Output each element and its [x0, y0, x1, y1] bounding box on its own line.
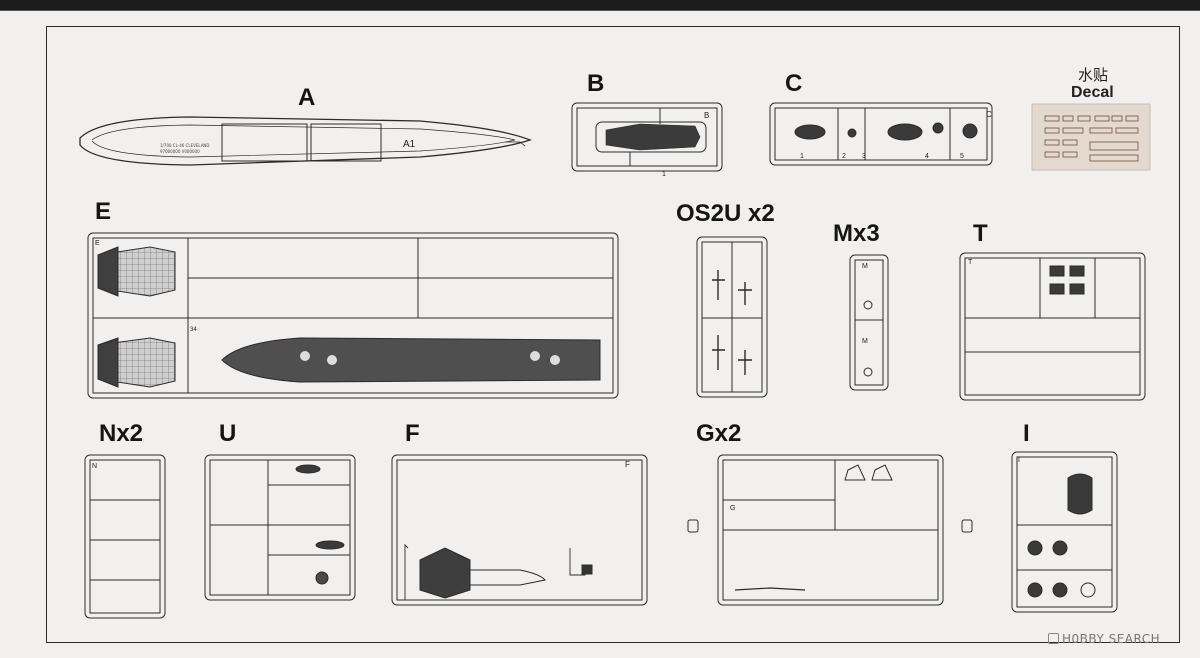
svg-text:5: 5 — [960, 153, 964, 160]
sprue-label-n: Nx2 — [99, 420, 144, 447]
hull-marking-a1: A1 — [403, 139, 416, 150]
svg-text:2: 2 — [842, 153, 846, 160]
sprue-t-frame: T — [959, 252, 1146, 401]
svg-text:1/700 CL-46 CLEVELAND: 1/700 CL-46 CLEVELAND — [160, 143, 210, 148]
sprue-label-c: C — [785, 70, 803, 97]
hobby-search-watermark: H0BBY SEARCH — [1048, 632, 1160, 646]
svg-text:I: I — [1018, 457, 1020, 464]
svg-text:1: 1 — [662, 171, 666, 178]
sprue-u-frame — [204, 454, 356, 601]
sprue-label-i: I — [1023, 420, 1030, 447]
sprue-label-m: Mx3 — [833, 220, 880, 247]
decal-sheet — [1031, 103, 1151, 171]
svg-text:G: G — [730, 505, 735, 512]
sprue-label-e: E — [95, 198, 112, 225]
instruction-frame — [46, 26, 1180, 643]
sprue-label-a: A — [298, 84, 316, 111]
sprue-i-frame: I — [1011, 451, 1118, 613]
sprue-label-u: U — [219, 420, 237, 447]
decal-label-english: Decal — [1071, 84, 1114, 101]
top-dark-band — [0, 0, 1200, 10]
svg-text:B: B — [704, 111, 709, 120]
svg-text:N: N — [92, 463, 97, 470]
svg-text:3: 3 — [862, 153, 866, 160]
svg-text:34: 34 — [190, 327, 197, 333]
sprue-e-frame: E 34 — [87, 232, 619, 399]
sprue-label-os2u: OS2U x2 — [676, 200, 775, 227]
decal-label-chinese: 水贴 — [1078, 66, 1109, 84]
sprue-os2u-frame — [696, 236, 768, 398]
sprue-b-frame: B 1 — [571, 102, 723, 178]
watermark-text: H0BBY SEARCH — [1062, 632, 1161, 646]
svg-text:M: M — [862, 338, 868, 345]
svg-text:1: 1 — [800, 153, 804, 160]
svg-text:M: M — [862, 263, 868, 270]
sprue-label-f: F — [405, 420, 420, 447]
sprue-label-t: T — [973, 220, 988, 247]
sprue-label-b: B — [587, 70, 605, 97]
hobby-search-logo-icon — [1048, 633, 1059, 644]
svg-text:4: 4 — [925, 153, 929, 160]
svg-text:E: E — [95, 240, 100, 247]
svg-text:F: F — [625, 460, 630, 469]
top-band-rule — [0, 10, 1200, 11]
sprue-c-frame: C 1 2 3 4 5 — [769, 102, 993, 166]
svg-text:C: C — [986, 110, 992, 119]
svg-text:T: T — [968, 259, 973, 266]
svg-text:97000000 V000000: 97000000 V000000 — [160, 149, 200, 154]
sprue-g-frame: G — [687, 454, 973, 606]
sprue-a-hull: 1/700 CL-46 CLEVELAND 97000000 V000000 A… — [79, 116, 532, 166]
sprue-m-frame: M M — [849, 254, 889, 391]
sprue-label-g: Gx2 — [696, 420, 742, 447]
sprue-n-frame: N — [84, 454, 166, 619]
sprue-f-frame: F — [391, 454, 648, 606]
